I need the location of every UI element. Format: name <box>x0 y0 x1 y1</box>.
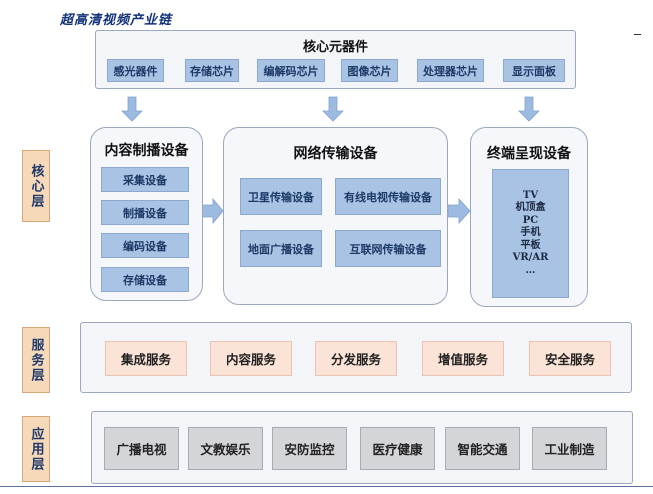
network-transmission-header: 网络传输设备 <box>293 146 378 162</box>
terminal-presentation-header: 终端呈现设备 <box>487 146 571 162</box>
terminal-item: PC <box>522 214 539 226</box>
page-title: 超高清视频产业链 <box>60 13 173 28</box>
transmission-device-chip: 互联网传输设备 <box>335 230 441 267</box>
application-chip: 工业制造 <box>532 427 607 470</box>
core-components-header: 核心元器件 <box>302 40 368 55</box>
terminal-item: 机顶盒 <box>515 202 546 214</box>
application-chip: 安防监控 <box>272 427 347 470</box>
layer-tab-service: 服务层 <box>22 327 50 393</box>
production-device-chip: 存储设备 <box>101 267 189 292</box>
terminal-item: … <box>525 264 536 276</box>
core-components-panel: 核心元器件 感光器件 存储芯片 编解码芯片 图像芯片 处理器芯片 显示面板 <box>95 30 576 89</box>
service-chip: 增值服务 <box>422 341 504 376</box>
component-chip: 处理器芯片 <box>417 59 484 82</box>
component-chip: 感光器件 <box>107 59 164 82</box>
component-chip: 存储芯片 <box>185 59 239 82</box>
corner-divider <box>634 34 641 35</box>
service-chip: 集成服务 <box>105 341 187 376</box>
terminal-device-list: TV 机顶盒 PC 手机 平板 VR/AR … <box>492 169 569 298</box>
application-chip: 医疗健康 <box>360 427 435 470</box>
network-transmission-box: 网络传输设备 卫星传输设备 有线电视传输设备 地面广播设备 互联网传输设备 <box>223 127 448 305</box>
terminal-item: VR/AR <box>512 252 549 264</box>
content-production-box: 内容制播设备 采集设备 制播设备 编码设备 存储设备 <box>90 127 203 301</box>
component-chip: 显示面板 <box>503 59 565 82</box>
layer-tab-application: 应用层 <box>22 416 50 482</box>
right-arrow-icon <box>447 197 471 225</box>
service-chip: 安全服务 <box>529 341 611 376</box>
production-device-chip: 制播设备 <box>101 200 189 225</box>
down-arrow-icon <box>322 96 344 122</box>
terminal-item: 手机 <box>520 227 541 239</box>
down-arrow-icon <box>518 96 540 122</box>
application-chip: 智能交通 <box>445 427 520 470</box>
layer-tab-core: 核心层 <box>22 150 50 222</box>
component-chip: 图像芯片 <box>341 59 398 82</box>
transmission-device-chip: 地面广播设备 <box>240 230 322 267</box>
application-chip: 广播电视 <box>104 427 179 470</box>
production-device-chip: 编码设备 <box>101 233 189 258</box>
down-arrow-icon <box>121 96 143 122</box>
service-chip: 内容服务 <box>210 341 292 376</box>
application-layer-panel: 广播电视 文教娱乐 安防监控 医疗健康 智能交通 工业制造 <box>91 411 633 484</box>
transmission-device-chip: 有线电视传输设备 <box>335 178 441 215</box>
component-chip: 编解码芯片 <box>257 59 325 82</box>
service-layer-panel: 集成服务 内容服务 分发服务 增值服务 安全服务 <box>80 322 632 393</box>
terminal-presentation-box: 终端呈现设备 TV 机顶盒 PC 手机 平板 VR/AR … <box>470 127 588 307</box>
application-chip: 文教娱乐 <box>188 427 263 470</box>
content-production-header: 内容制播设备 <box>104 143 189 159</box>
production-device-chip: 采集设备 <box>101 167 189 192</box>
terminal-item: 平板 <box>520 239 541 251</box>
right-arrow-icon <box>201 197 224 225</box>
footer-divider <box>0 486 653 487</box>
service-chip: 分发服务 <box>315 341 397 376</box>
terminal-item: TV <box>522 189 539 201</box>
transmission-device-chip: 卫星传输设备 <box>240 178 322 215</box>
